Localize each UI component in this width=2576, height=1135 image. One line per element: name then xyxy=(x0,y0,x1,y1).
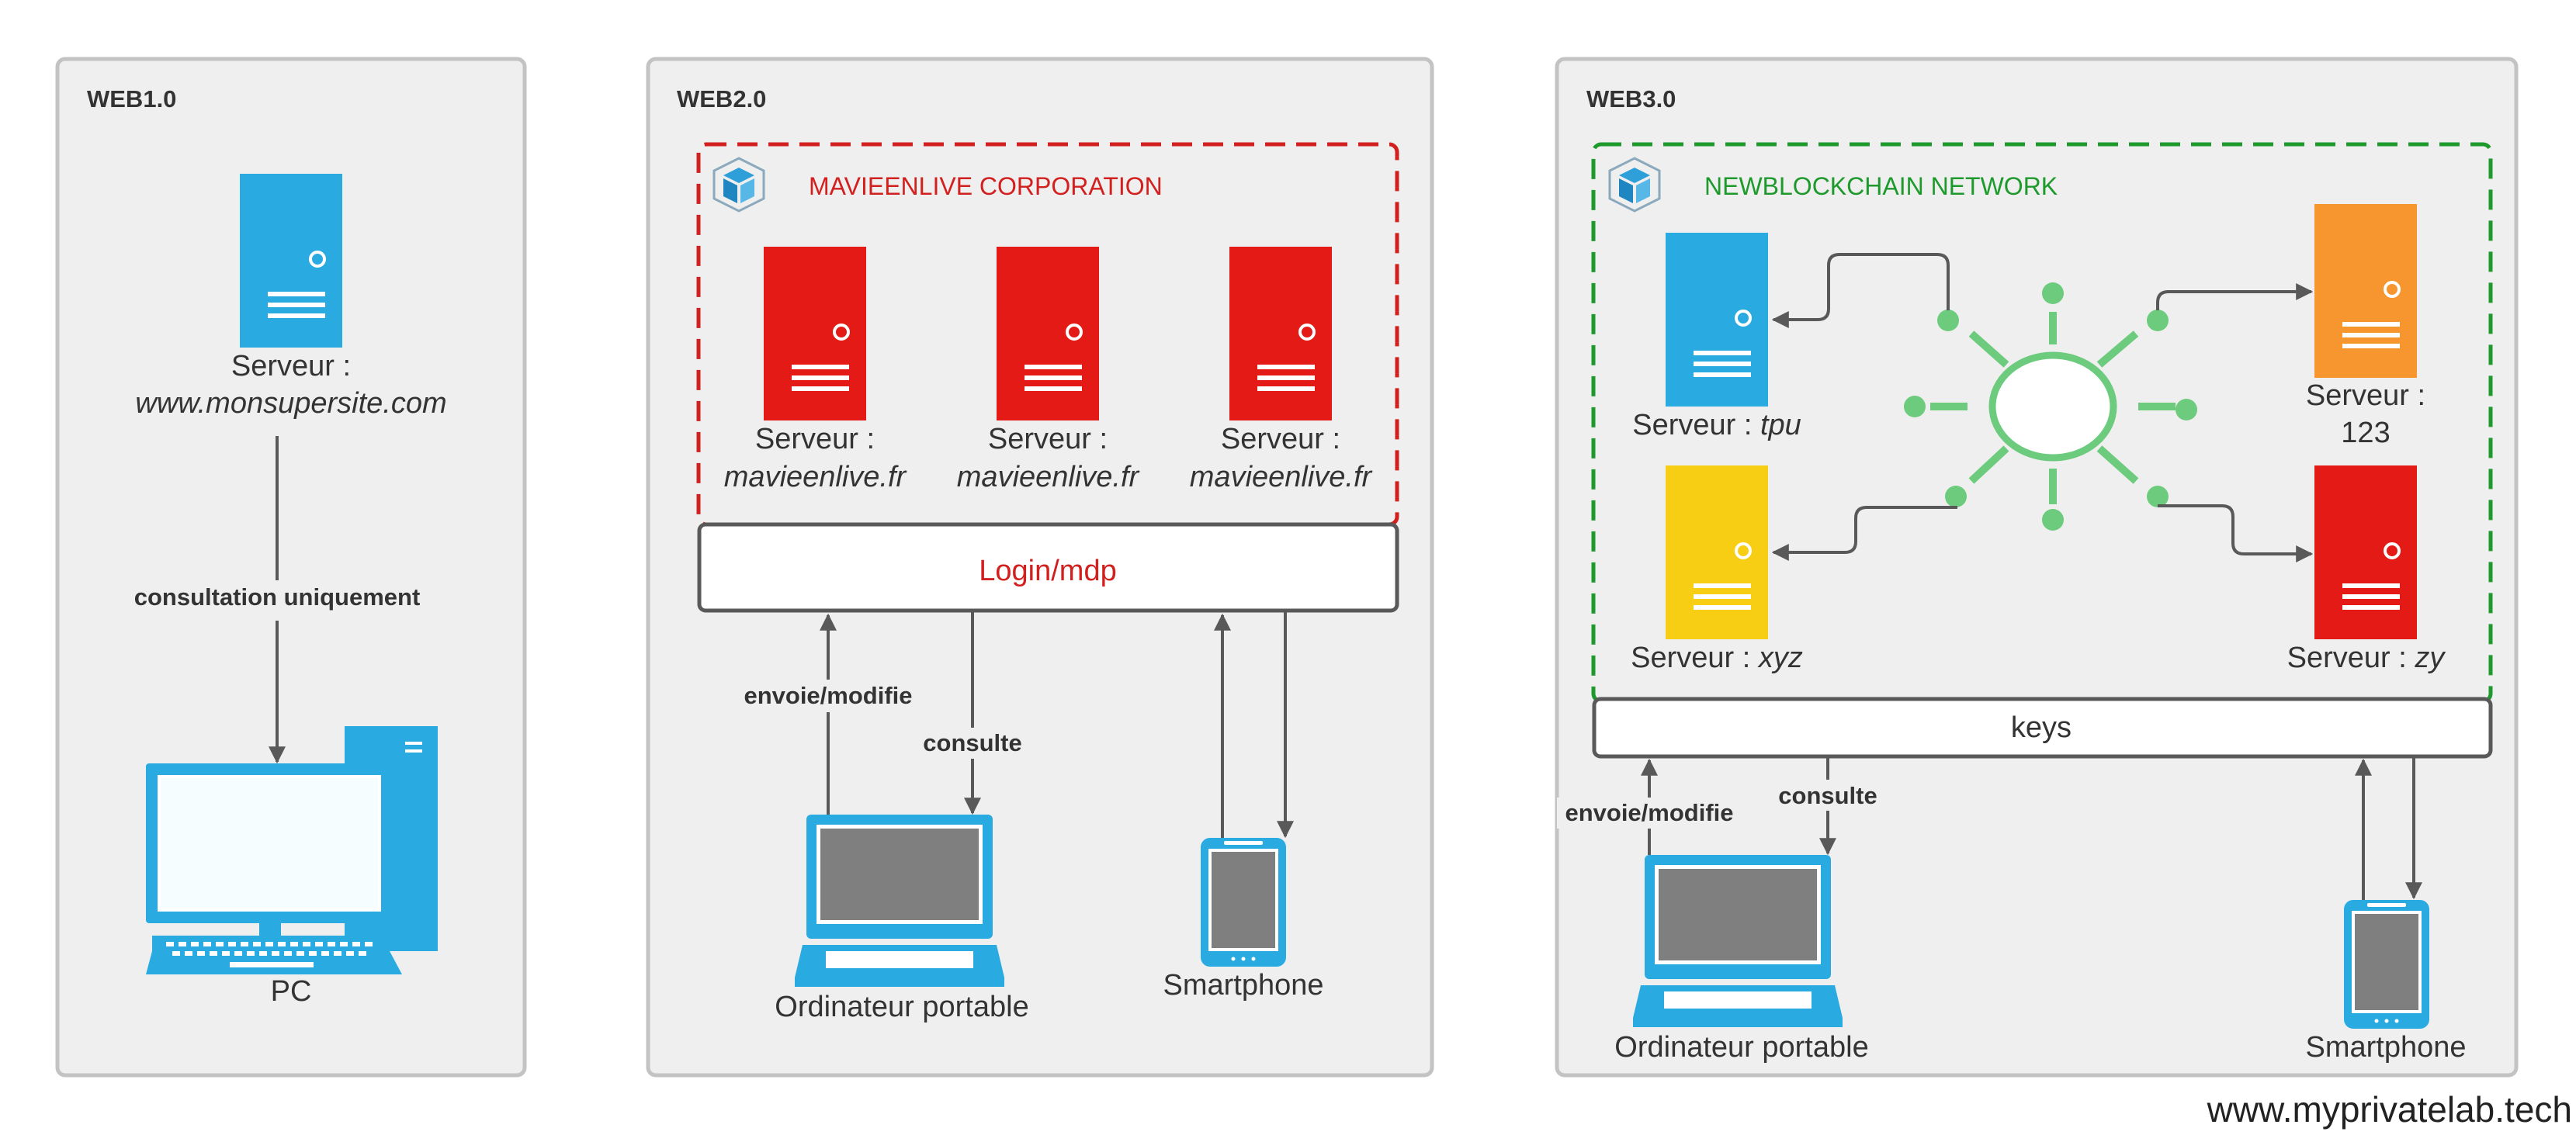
edge-label-read: consulte xyxy=(1778,782,1877,809)
server-icon xyxy=(997,247,1099,420)
corporation-label: MAVIEENLIVE CORPORATION xyxy=(809,172,1163,200)
panel-web3: WEB3.0 NEWBLOCKCHAIN NETWORK xyxy=(1555,57,2519,1078)
server-label-prefix: Serveur : xyxy=(2306,379,2425,412)
label-backdrop xyxy=(1770,780,1886,811)
server-label-name: tpu xyxy=(1760,409,1801,441)
server-label-prefix: Serveur : xyxy=(988,423,1108,455)
panel-web1-title: WEB1.0 xyxy=(87,85,176,112)
server-icon xyxy=(764,247,866,420)
server-label-prefix: Serveur : xyxy=(1221,423,1340,455)
pc-icon xyxy=(146,726,438,974)
server-label-name: 123 xyxy=(2341,417,2390,449)
edge-label-consultation: consultation uniquement xyxy=(134,583,421,611)
label-backdrop xyxy=(734,680,920,712)
watermark-text: www.myprivatelab.tech xyxy=(2207,1089,2572,1130)
network-group-boundary xyxy=(1591,142,2493,704)
server-label-name: mavieenlive.fr xyxy=(957,461,1140,493)
server-icon xyxy=(1229,247,1332,420)
server-label-prefix: Serveur : xyxy=(755,423,875,455)
server-label-prefix: Serveur : xyxy=(2287,642,2407,674)
edge-label-send: envoie/modifie xyxy=(1565,799,1733,826)
login-label: Login/mdp xyxy=(979,555,1116,587)
panel-web2-title: WEB2.0 xyxy=(677,85,766,112)
label-backdrop xyxy=(1557,798,1743,829)
server-label-prefix: Serveur : xyxy=(1632,409,1752,441)
server-icon xyxy=(240,174,342,348)
connector-arrow xyxy=(1771,506,1957,561)
server-icon xyxy=(1666,233,1768,407)
panel-web2: WEB2.0 MAVIEENLIVE CORPORATION Serveur :… xyxy=(646,57,1434,1078)
edge-label-read: consulte xyxy=(923,729,1021,756)
laptop-label: Ordinateur portable xyxy=(1614,1031,1868,1064)
smartphone-icon xyxy=(2344,900,2429,1029)
connector-arrow xyxy=(2158,504,2314,562)
panel-web1: WEB1.0 Serveur : www.monsupersite.com co… xyxy=(55,57,527,1078)
server-label-zy: Serveur : zy xyxy=(2287,642,2446,674)
blockchain-hub-icon xyxy=(1904,282,2197,531)
server-label-name: mavieenlive.fr xyxy=(1190,461,1373,493)
client-label-pc: PC xyxy=(271,975,312,1008)
connector-arrow xyxy=(1771,253,1950,328)
server-label-name: zy xyxy=(2414,642,2446,674)
server-icon xyxy=(2314,465,2417,639)
smartphone-icon xyxy=(1201,838,1286,967)
laptop-label: Ordinateur portable xyxy=(775,991,1028,1023)
laptop-icon xyxy=(1633,855,1843,1027)
keys-label: keys xyxy=(2011,711,2072,744)
server-label-name: xyz xyxy=(1757,642,1803,674)
server-icon xyxy=(2314,204,2417,378)
label-backdrop xyxy=(914,728,1032,759)
server-icon xyxy=(1666,465,1768,639)
network-label: NEWBLOCKCHAIN NETWORK xyxy=(1704,172,2058,200)
login-box xyxy=(697,522,1399,613)
keys-box xyxy=(1592,697,2493,759)
panel-web3-title: WEB3.0 xyxy=(1586,85,1676,112)
server-label-tpu: Serveur : tpu xyxy=(1632,409,1801,441)
edge-label-send: envoie/modifie xyxy=(744,682,912,709)
server-label-prefix: Serveur : xyxy=(1631,642,1750,674)
server-label-xyz: Serveur : xyz xyxy=(1631,642,1803,674)
panel-web3-frame xyxy=(1555,57,2519,1078)
server-label-name: www.monsupersite.com xyxy=(135,387,446,420)
server-label-name: mavieenlive.fr xyxy=(724,461,907,493)
laptop-icon xyxy=(795,815,1004,987)
smartphone-label: Smartphone xyxy=(2305,1031,2466,1064)
connector-arrow xyxy=(2156,283,2314,310)
server-label-prefix: Serveur : xyxy=(231,350,351,382)
smartphone-label: Smartphone xyxy=(1163,969,1323,1002)
